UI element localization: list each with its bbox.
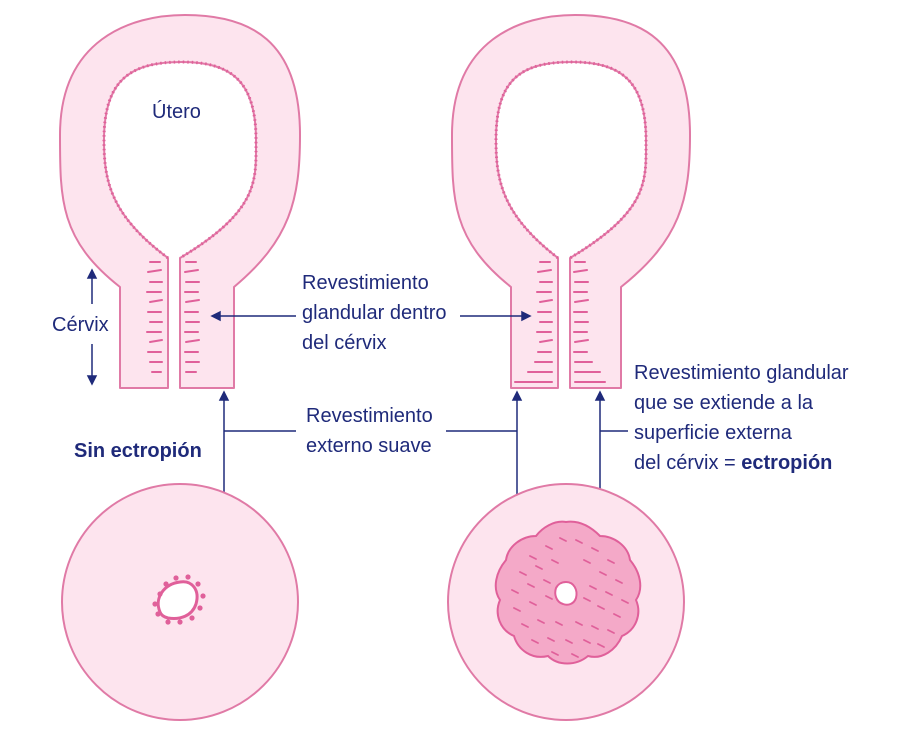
cervix-extent-arrow (86, 268, 98, 386)
label-glandular-extends-line1: Revestimiento glandular (634, 362, 849, 384)
label-cervix: Cérvix (52, 314, 109, 336)
label-glandular-inside-line3: del cérvix (302, 332, 387, 354)
label-utero: Útero (152, 101, 201, 123)
external-os-right (554, 580, 578, 606)
cervix-face-right (447, 483, 685, 721)
label-glandular-inside-line1: Revestimiento (302, 272, 429, 294)
label-no-ectropion: Sin ectropión (74, 440, 202, 462)
label-glandular-extends: Revestimiento glandular que se extiende … (634, 358, 849, 478)
cervix-face-left (61, 483, 299, 721)
label-glandular-extends-line3: superficie externa (634, 422, 792, 444)
uterus-right (451, 14, 691, 389)
cervix-left-glandular (146, 261, 200, 373)
uterus-left (59, 14, 301, 389)
label-smooth-outer-line1: Revestimiento (306, 405, 433, 427)
label-smooth-outer: Revestimiento externo suave (306, 401, 433, 461)
ectropion-texture (511, 537, 629, 658)
label-glandular-extends-line4: del cérvix = ectropión (634, 448, 849, 478)
label-glandular-extends-line2: que se extiende a la (634, 392, 814, 414)
cervix-right-glandular (514, 261, 606, 383)
glandular-inside-pointers (210, 310, 532, 322)
label-glandular-extends-prefix: del cérvix = (634, 452, 742, 474)
label-ectropion-word: ectropión (741, 452, 833, 474)
external-os-left-dots (152, 574, 206, 625)
label-glandular-inside-line2: glandular dentro (302, 302, 447, 324)
label-glandular-inside: Revestimiento glandular dentro del cérvi… (302, 268, 447, 358)
label-smooth-outer-line2: externo suave (306, 435, 432, 457)
uterus-right-wall (451, 14, 691, 389)
uterus-right-lining (494, 60, 648, 260)
external-os-left (156, 580, 199, 620)
